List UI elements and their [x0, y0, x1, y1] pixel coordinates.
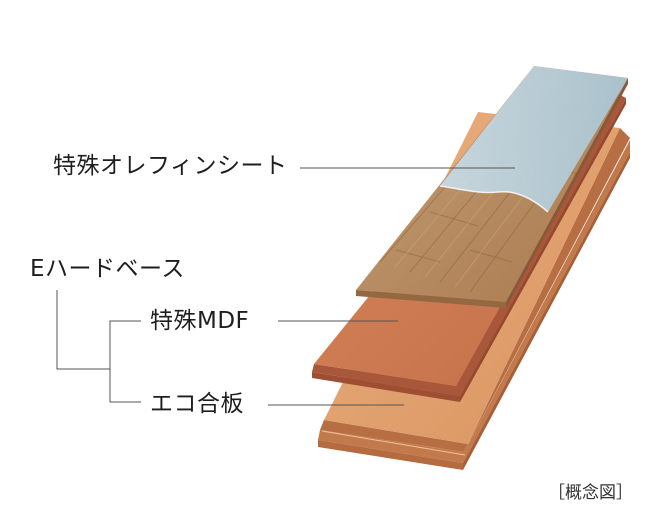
bracket-layers	[109, 320, 141, 403]
label-eco-plywood: エコ合板	[150, 391, 244, 417]
label-olefin-sheet: 特殊オレフィンシート	[53, 153, 288, 179]
label-special-mdf: 特殊MDF	[150, 308, 250, 334]
concept-diagram-note: ［概念図］	[548, 483, 633, 503]
wood-grain	[379, 66, 628, 293]
label-e-hard-base: Eハードベース	[30, 256, 185, 282]
bracket-base	[56, 290, 110, 370]
film-peel	[440, 66, 628, 212]
olefin-sheet-layer	[356, 66, 628, 308]
leader-lines	[56, 167, 515, 406]
